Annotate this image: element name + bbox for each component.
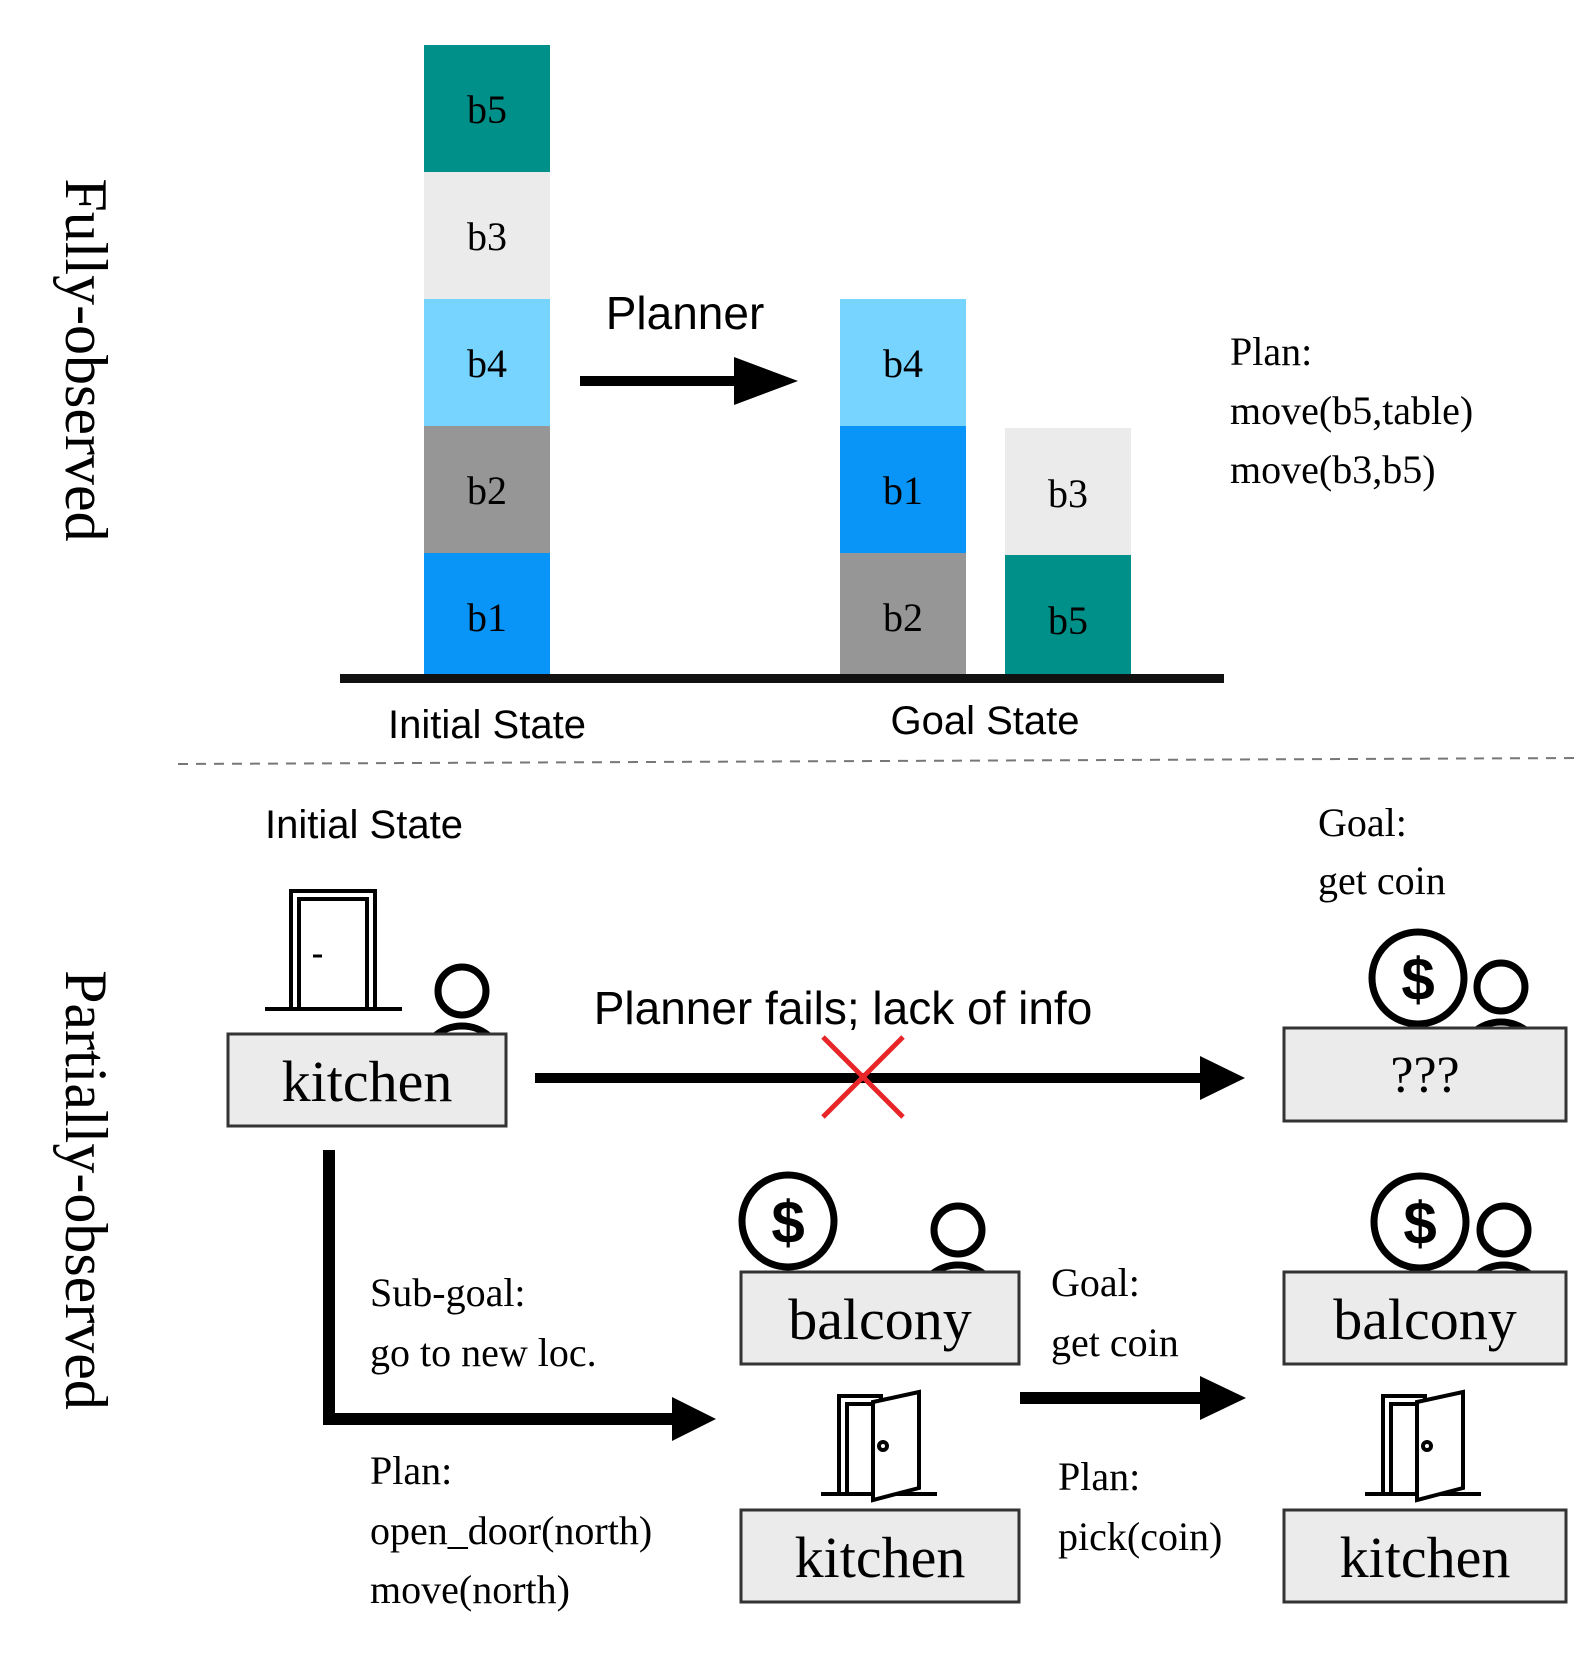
svg-text:kitchen: kitchen	[795, 1525, 966, 1590]
planner-label: Planner	[606, 287, 765, 339]
door-icon	[265, 889, 402, 1011]
svg-text:get coin: get coin	[1051, 1320, 1179, 1365]
block-b3: b3	[424, 172, 550, 299]
svg-text:$: $	[1401, 946, 1434, 1013]
coin-icon: $	[1372, 932, 1464, 1024]
goal-mid: Goal: get coin	[1051, 1260, 1179, 1365]
tw-initial-state-label: Initial State	[265, 803, 463, 847]
block-b1: b1	[840, 426, 966, 553]
open-door-icon	[819, 1390, 939, 1502]
svg-text:kitchen: kitchen	[282, 1049, 453, 1114]
table-surface	[340, 674, 1224, 683]
svg-text:open_door(north): open_door(north)	[370, 1508, 652, 1553]
svg-text:Plan:: Plan:	[1230, 329, 1312, 374]
coin-icon: $	[742, 1175, 834, 1267]
svg-text:$: $	[771, 1189, 804, 1256]
fully-observed-label: Fully-observed	[53, 178, 119, 541]
svg-text:Sub-goal:: Sub-goal:	[370, 1270, 526, 1315]
svg-text:b1: b1	[883, 468, 923, 513]
svg-text:get coin: get coin	[1318, 858, 1446, 903]
svg-text:balcony: balcony	[1333, 1287, 1517, 1352]
right-kitchen-room: kitchen	[1282, 1508, 1568, 1604]
goal-state-label: Goal State	[890, 699, 1079, 743]
cross-icon	[821, 1035, 905, 1119]
goal-top: Goal: get coin	[1318, 800, 1446, 903]
block-b3: b3	[1005, 428, 1131, 555]
blocks-plan: Plan: move(b5,table) move(b3,b5)	[1230, 329, 1473, 492]
svg-text:move(b5,table): move(b5,table)	[1230, 388, 1473, 433]
svg-text:$: $	[1403, 1190, 1436, 1257]
svg-text:b5: b5	[1048, 598, 1088, 643]
failure-arrow	[535, 1056, 1245, 1100]
svg-text:b2: b2	[467, 468, 507, 513]
subgoal-text: Sub-goal: go to new loc.	[370, 1270, 597, 1375]
svg-text:b1: b1	[467, 595, 507, 640]
block-b5: b5	[424, 45, 550, 172]
block-b4: b4	[424, 299, 550, 426]
subgoal-arrow	[323, 1150, 716, 1441]
block-b1: b1	[424, 553, 550, 676]
mid-balcony-room: balcony	[739, 1270, 1021, 1366]
right-balcony-room: balcony	[1282, 1270, 1568, 1366]
section-divider	[177, 757, 1582, 765]
block-b2: b2	[424, 426, 550, 553]
svg-text:kitchen: kitchen	[1340, 1525, 1511, 1590]
failure-label: Planner fails; lack of info	[594, 982, 1093, 1034]
svg-text:Goal:: Goal:	[1318, 800, 1407, 845]
initial-state-label: Initial State	[388, 703, 586, 747]
start-room: kitchen	[226, 1032, 508, 1128]
svg-text:pick(coin): pick(coin)	[1058, 1514, 1222, 1559]
coin-icon: $	[1374, 1176, 1466, 1268]
svg-text:b5: b5	[467, 87, 507, 132]
svg-text:move(north): move(north)	[370, 1567, 570, 1612]
unknown-room: ???	[1282, 1026, 1568, 1123]
plan-left: Plan: open_door(north) move(north)	[370, 1448, 652, 1612]
goal-stack-left: b4 b1 b2	[840, 299, 966, 676]
plan-right: Plan: pick(coin)	[1058, 1454, 1222, 1559]
initial-stack: b5 b3 b4 b2 b1	[424, 45, 550, 676]
mid-kitchen-room: kitchen	[739, 1508, 1021, 1604]
svg-text:move(b3,b5): move(b3,b5)	[1230, 447, 1436, 492]
block-b2: b2	[840, 553, 966, 676]
svg-text:b4: b4	[467, 341, 507, 386]
open-door-icon	[1363, 1390, 1483, 1502]
svg-text:Goal:: Goal:	[1051, 1260, 1140, 1305]
svg-text:b3: b3	[467, 214, 507, 259]
svg-text:b2: b2	[883, 595, 923, 640]
svg-text:???: ???	[1390, 1047, 1459, 1104]
block-b5: b5	[1005, 555, 1131, 676]
svg-text:b3: b3	[1048, 471, 1088, 516]
goal-stack-right: b3 b5	[1005, 428, 1131, 676]
planner-arrow	[580, 357, 798, 405]
svg-text:Plan:: Plan:	[370, 1448, 452, 1493]
svg-text:b4: b4	[883, 341, 923, 386]
block-b4: b4	[840, 299, 966, 426]
svg-text:Plan:: Plan:	[1058, 1454, 1140, 1499]
goal-arrow	[1020, 1376, 1246, 1420]
partially-observed-label: Partially-observed	[53, 970, 119, 1410]
svg-text:go to new loc.: go to new loc.	[370, 1330, 597, 1375]
svg-text:balcony: balcony	[788, 1287, 972, 1352]
